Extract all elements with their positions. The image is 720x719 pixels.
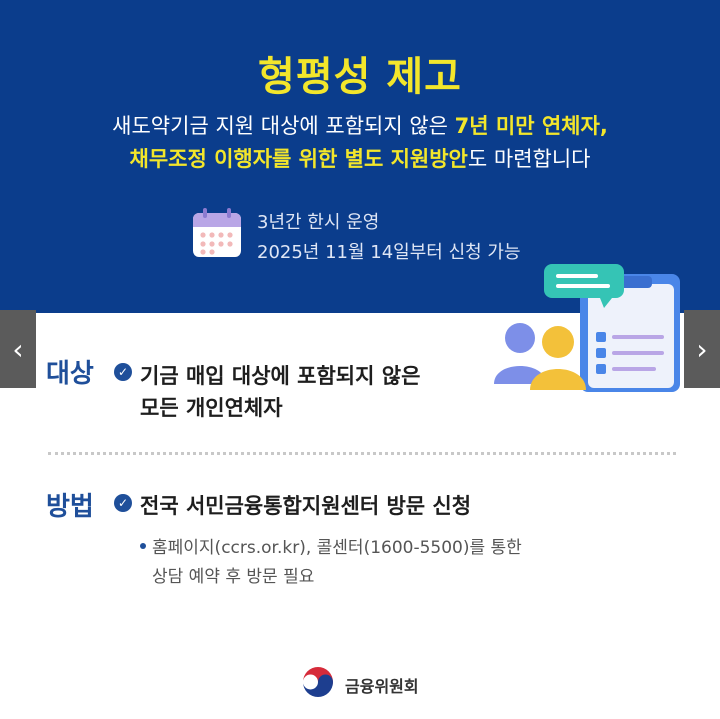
banner-title: 형평성 제고 bbox=[258, 54, 462, 100]
target-line2: 모든 개인연체자 bbox=[140, 396, 283, 420]
banner-description-line2: 채무조정 이행자를 위한 별도 지원방안도 마련합니다 bbox=[129, 147, 591, 171]
bullet-icon bbox=[140, 543, 146, 549]
method-main-text: 전국 서민금융통합지원센터 방문 신청 bbox=[140, 494, 472, 518]
next-slide-button[interactable]: › bbox=[684, 310, 720, 388]
highlight-text: 7년 미만 연체자, bbox=[454, 114, 608, 138]
target-line1: 기금 매입 대상에 포함되지 않은 bbox=[140, 364, 421, 388]
organization-name: 금융위원회 bbox=[345, 677, 419, 696]
header-banner: 형평성 제고 새도약기금 지원 대상에 포함되지 않은 7년 미만 연체자, 채… bbox=[0, 0, 720, 313]
chevron-right-icon: › bbox=[696, 332, 708, 366]
check-circle-icon: ✓ bbox=[114, 494, 132, 512]
period-text: 3년간 한시 운영 bbox=[257, 212, 380, 233]
banner-description-line1: 새도약기금 지원 대상에 포함되지 않은 7년 미만 연체자, bbox=[112, 114, 608, 138]
chevron-left-icon: ‹ bbox=[12, 332, 24, 366]
start-date-text: 2025년 11월 14일부터 신청 가능 bbox=[257, 242, 521, 263]
dotted-divider bbox=[48, 452, 676, 455]
highlight-text: 채무조정 이행자를 위한 별도 지원방안 bbox=[129, 147, 468, 171]
method-label: 방법 bbox=[46, 492, 94, 522]
check-circle-icon: ✓ bbox=[114, 363, 132, 381]
method-sub-line1: 홈페이지(ccrs.or.kr), 콜센터(1600-5500)를 통한 bbox=[152, 538, 522, 558]
people-checklist-illustration bbox=[494, 264, 680, 392]
target-label: 대상 bbox=[46, 359, 94, 389]
method-sub-line2: 상담 예약 후 방문 필요 bbox=[152, 567, 315, 587]
calendar-icon bbox=[193, 208, 241, 257]
previous-slide-button[interactable]: ‹ bbox=[0, 310, 36, 388]
government-emblem-icon bbox=[301, 665, 335, 699]
